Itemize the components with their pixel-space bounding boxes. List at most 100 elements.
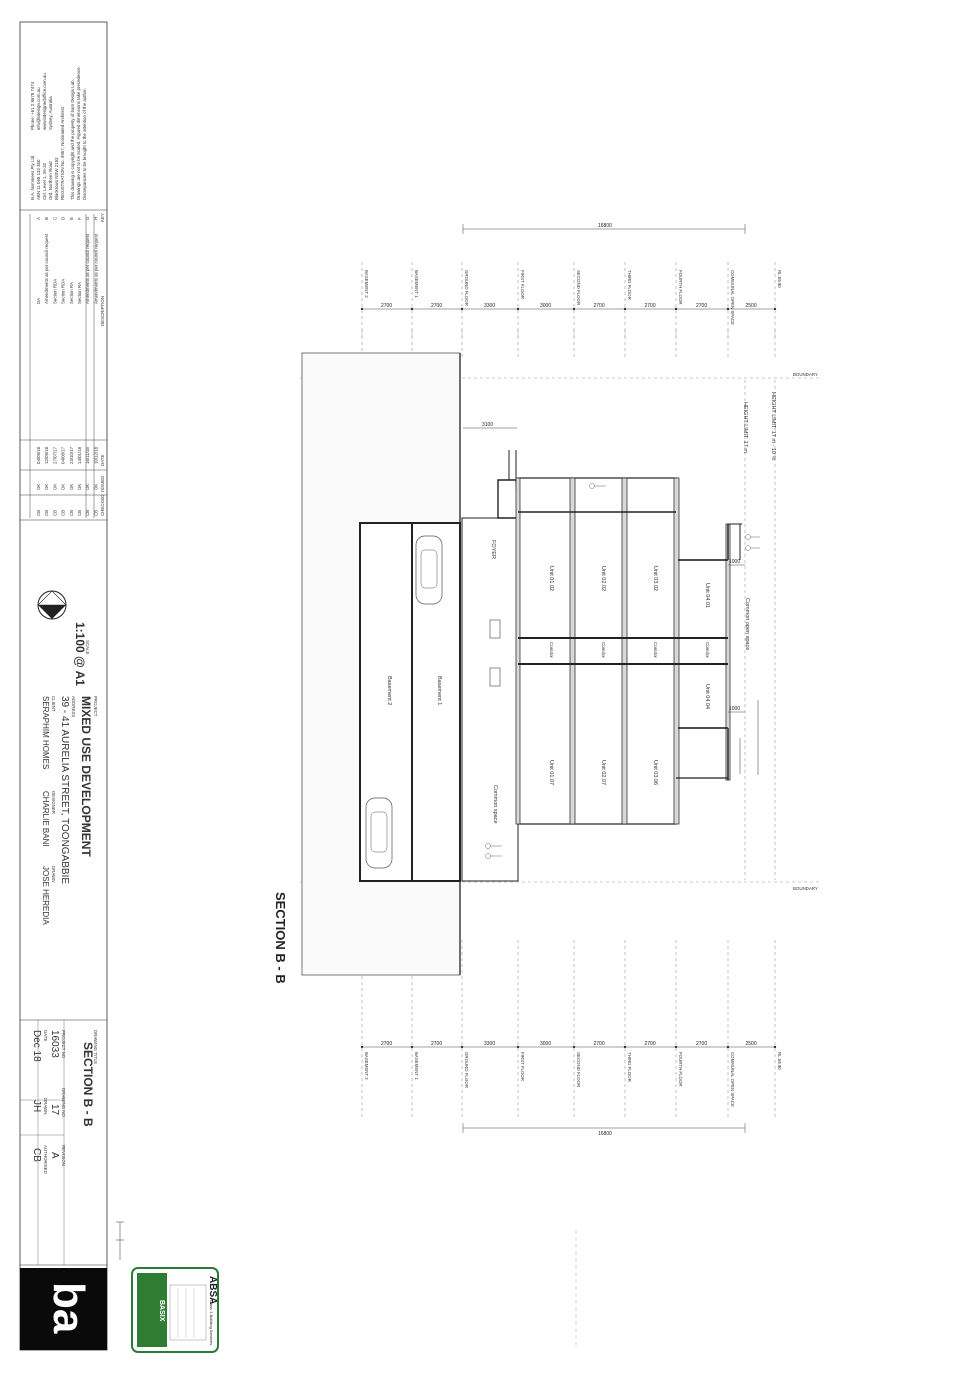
room-unit-0404: Unit 04.04 bbox=[704, 684, 710, 709]
revision-key: B bbox=[44, 217, 49, 220]
rev-header-description: DESCRIPTION bbox=[100, 296, 105, 326]
level-dim: 3300 bbox=[484, 303, 495, 309]
room-unit-0102: Unit 01.02 bbox=[548, 566, 554, 591]
authorised-value: CB bbox=[31, 1148, 42, 1162]
room-basement-1: Basement 1 bbox=[436, 676, 442, 705]
height-limit-label-2: HEIGHT LIMIT: 17 m bbox=[742, 402, 748, 453]
dim-tick bbox=[572, 1045, 576, 1049]
setback-dim: 3100 bbox=[482, 422, 493, 428]
room-unit-0202: Unit 02.02 bbox=[600, 566, 606, 591]
dim-tick bbox=[623, 1045, 627, 1049]
contact-line: info@bdesign.com.au bbox=[36, 87, 41, 130]
company-logo: ba bbox=[20, 1268, 107, 1350]
dim-tick bbox=[623, 307, 627, 311]
dim-tick bbox=[410, 307, 414, 311]
copyright-line: Discrepancies to be brought to the atten… bbox=[82, 88, 87, 200]
level-label: FOURTH FLOOR bbox=[678, 270, 683, 305]
rev-header-checked: CHECKED bbox=[100, 495, 105, 516]
level-label: FIRST FLOOR bbox=[520, 270, 525, 299]
room-basement-2: Basement 2 bbox=[386, 676, 392, 705]
room-foyer: FOYER bbox=[490, 540, 496, 559]
revision-key: H bbox=[93, 217, 98, 220]
revision-issued: OK bbox=[61, 484, 66, 490]
boundary-label-top: BOUNDARY bbox=[793, 372, 818, 377]
level-label: BASEMENT 2 bbox=[364, 270, 369, 298]
revision-value: A bbox=[49, 1152, 60, 1159]
company-line: Blacktown NSW 2153 bbox=[54, 157, 59, 200]
revision-key: C bbox=[52, 217, 57, 220]
level-label: FOURTH FLOOR bbox=[678, 1052, 683, 1087]
revision-issued: OK bbox=[44, 484, 49, 490]
logo-text: ba bbox=[44, 1282, 93, 1334]
level-dim: 3300 bbox=[484, 1041, 495, 1047]
designer-value: CHARLIE BANI bbox=[41, 791, 50, 847]
dim-tick bbox=[516, 307, 520, 311]
level-dim: 2700 bbox=[645, 303, 656, 309]
dim-tick bbox=[726, 1045, 730, 1049]
dim-tick bbox=[360, 307, 364, 311]
company-line: Ctrl. Level 1, 26-32 bbox=[42, 162, 47, 200]
rev-header-date: DATE bbox=[100, 455, 105, 466]
dim-tick bbox=[360, 1045, 364, 1049]
date-label: DATE bbox=[43, 1030, 48, 1041]
car-icon bbox=[415, 535, 443, 605]
scale-label: SCALE bbox=[85, 640, 90, 654]
dim-tick bbox=[460, 307, 464, 311]
room-unit-0401: Unit 04.01 bbox=[704, 583, 710, 608]
rev-header-key: KEY bbox=[100, 213, 105, 222]
level-dim: 3000 bbox=[540, 1041, 551, 1047]
person-icon bbox=[485, 483, 760, 859]
room-corridor: Corridor bbox=[601, 642, 606, 658]
level-dim: 2700 bbox=[645, 1041, 656, 1047]
level-label: COMMUNAL OPEN SPACE bbox=[730, 270, 735, 325]
basix-badge: BASIX bbox=[158, 1300, 165, 1322]
level-dim: 2700 bbox=[381, 303, 392, 309]
company-line: REGISTRATION No. 9957, Nominated Archite… bbox=[60, 106, 65, 200]
drawn-value: JOSE HEREDIA bbox=[41, 866, 50, 925]
room-unit-0207: Unit 02.07 bbox=[600, 760, 606, 785]
project-no: 16033 bbox=[49, 1030, 60, 1058]
rev-header-issued: ISSUED bbox=[100, 476, 105, 492]
level-label: COMMUNAL OPEN SPACE bbox=[730, 1052, 735, 1107]
overall-dim-bottom: 16800 bbox=[598, 1131, 612, 1137]
dim-tick bbox=[773, 1045, 777, 1049]
revision-issued: OK bbox=[36, 484, 41, 490]
client-label: CLIENT bbox=[51, 696, 56, 712]
revision-date: 04/08/17 bbox=[61, 446, 66, 464]
basix-brand: ABSA bbox=[207, 1276, 218, 1304]
room-corridor: Corridor bbox=[653, 642, 658, 658]
contact-line: Phone: +61 2 8678 7474 bbox=[30, 81, 35, 130]
revision-checked: CB bbox=[69, 510, 74, 516]
drawn-label: DRAWN bbox=[51, 866, 56, 882]
revision-checked: CB bbox=[52, 510, 57, 516]
level-dim: 2500 bbox=[746, 1041, 757, 1047]
revision-label: REVISION bbox=[61, 1145, 66, 1166]
level-label: SECOND FLOOR bbox=[576, 270, 581, 305]
level-dim: 2700 bbox=[381, 1041, 392, 1047]
basix-stamp: ABSA Class 1 Building Services BASIX bbox=[116, 1221, 219, 1353]
title-block: B.A. Nominees Pty Ltd ABN 11 068 132 360… bbox=[19, 21, 108, 1351]
company-line: ABN 11 068 132 360 bbox=[36, 159, 41, 200]
project-no-label: PROJECT NO bbox=[61, 1030, 66, 1059]
copyright-line: Drawings are not to be scaled. Figured d… bbox=[76, 66, 81, 200]
contact-line: www.bdesignedoffice.com.au bbox=[42, 73, 47, 130]
dim-tick bbox=[726, 307, 730, 311]
basix-sub: Class 1 Building Services bbox=[209, 1300, 214, 1345]
revision-checked: CB bbox=[44, 510, 49, 516]
level-label: BASEMENT 2 bbox=[364, 1052, 369, 1080]
section-title: SECTION B - B bbox=[273, 892, 288, 984]
revision-key: F bbox=[77, 217, 82, 220]
level-dim: 2700 bbox=[696, 303, 707, 309]
revision-date: 23/10/17 bbox=[69, 446, 74, 464]
revision-description: Section RA bbox=[77, 282, 82, 304]
level-label: GROUND FLOOR bbox=[464, 1052, 469, 1088]
revision-description: Section RDA bbox=[61, 279, 66, 304]
client-value: SERAPHIM HOMES bbox=[41, 696, 50, 769]
authorised-label: AUTHORISED bbox=[43, 1145, 48, 1174]
